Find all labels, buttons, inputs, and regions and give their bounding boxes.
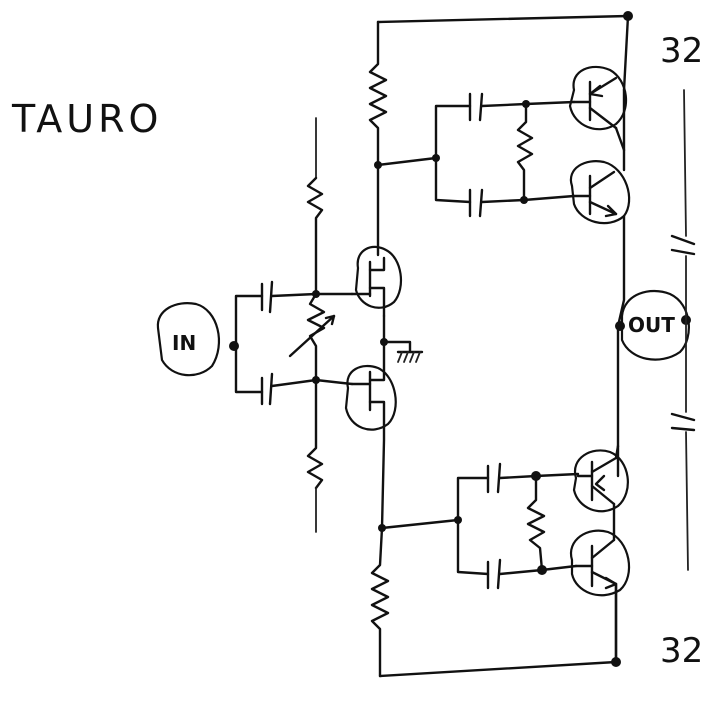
output-bus [616,214,626,478]
top-output-transistor-1 [568,65,628,152]
top-driver-transistor [350,163,402,318]
top-rail-label: 32 [660,31,703,71]
input-capacitors [234,280,318,406]
top-resistor [368,20,388,167]
input-node [229,341,239,351]
mid-ground [382,314,424,363]
top-supply-rail [376,11,633,92]
top-output-transistor-2 [569,88,631,225]
bottom-rail-label: 32 [660,631,703,671]
bias-trimmer-arrow [288,314,336,358]
output-label: OUT [628,313,675,337]
bottom-driver-transistor [344,338,397,530]
bottom-output-transistor-2 [569,502,631,664]
bottom-bias-network [380,462,580,590]
bottom-output-transistor-1 [572,444,629,513]
right-supply-caps [670,89,696,571]
input-label: IN [172,331,196,355]
output-node-left [615,321,625,331]
output-label-bubble [620,289,690,361]
bias-chain [306,117,354,533]
bottom-supply-rail [378,583,621,678]
schematic-title: TAURO [11,97,162,141]
bottom-resistor [370,526,390,678]
top-bias-network [376,92,576,218]
input-label-bubble [156,302,220,377]
